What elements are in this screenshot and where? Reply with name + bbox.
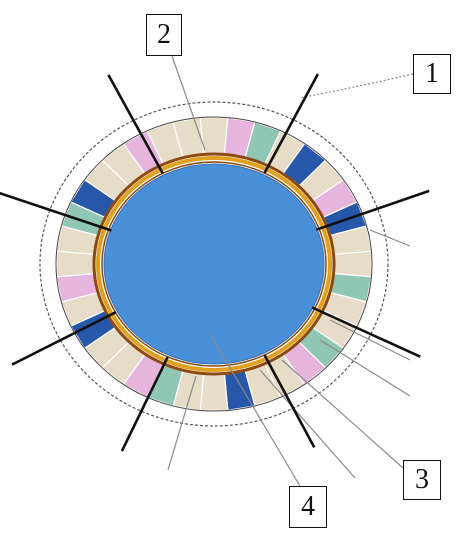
spoke-line bbox=[263, 354, 316, 449]
spoke-lines bbox=[0, 73, 430, 452]
ring-segment-beige bbox=[199, 374, 229, 411]
callout-label-4: 4 bbox=[289, 486, 327, 528]
cladding-ring-outer bbox=[92, 152, 336, 376]
callout-label-3: 3 bbox=[403, 460, 441, 500]
leader-lines bbox=[167, 55, 414, 487]
spoke-line bbox=[11, 311, 117, 366]
segment-ring bbox=[55, 116, 373, 412]
cladding-ring-gold bbox=[96, 156, 332, 372]
leader-line-3d bbox=[369, 229, 411, 247]
spoke-line bbox=[107, 74, 164, 175]
leader-line-4a bbox=[209, 333, 301, 487]
callout-label-2: 2 bbox=[146, 14, 182, 56]
leader-line-3a bbox=[281, 359, 404, 469]
ring-segment-beige bbox=[55, 250, 95, 278]
spoke-line bbox=[311, 306, 421, 358]
ring-segment-beige bbox=[333, 250, 372, 278]
callout-label-1: 1 bbox=[413, 54, 451, 94]
spoke-line bbox=[315, 189, 430, 231]
cladding-ring-inner bbox=[101, 161, 327, 367]
core bbox=[103, 163, 325, 365]
spoke-line bbox=[263, 73, 320, 174]
leader-line-4c bbox=[167, 375, 197, 471]
leader-line-1 bbox=[299, 73, 414, 99]
spoke-line bbox=[0, 191, 112, 232]
leader-line-3b bbox=[319, 339, 411, 397]
spoke-line bbox=[120, 356, 169, 452]
leader-line-3c bbox=[329, 319, 411, 361]
segment-ring-outer-edge bbox=[55, 116, 373, 412]
leader-line-4b bbox=[259, 369, 356, 479]
outer-sheath-outline bbox=[39, 101, 389, 427]
leader-line-2 bbox=[171, 55, 206, 151]
